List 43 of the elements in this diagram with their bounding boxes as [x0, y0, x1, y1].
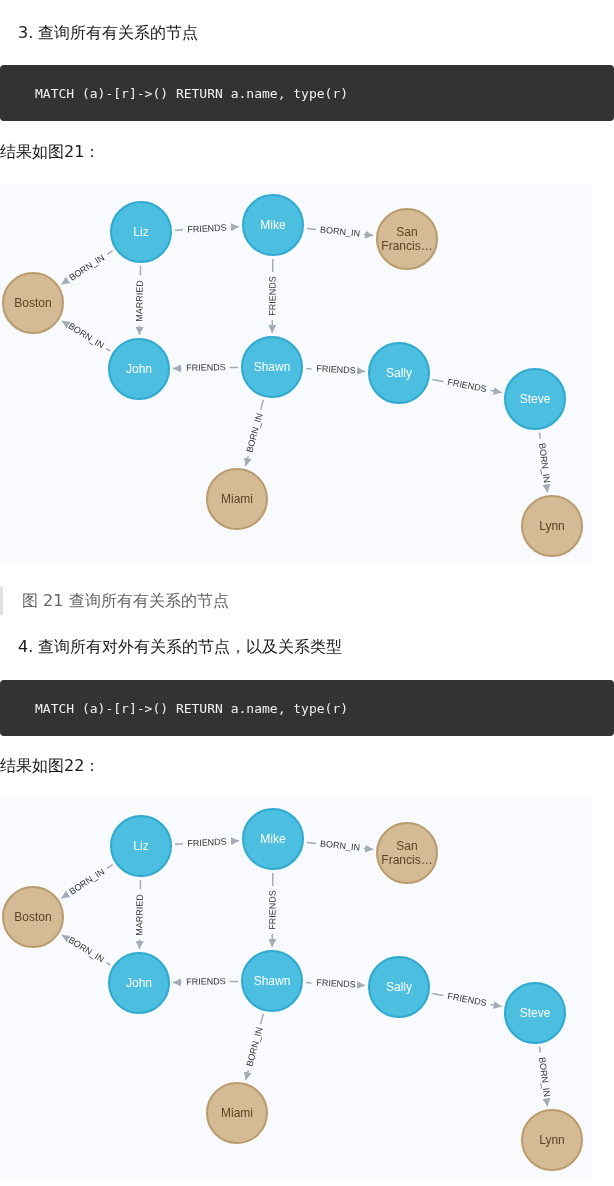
relationship-arrow — [431, 992, 503, 1010]
section-heading: 3. 查询所有有关系的节点 — [18, 22, 199, 44]
relationship-arrow — [172, 978, 239, 987]
edge-label: MARRIED — [134, 892, 146, 937]
relationship-arrow — [172, 364, 239, 373]
relationship-arrow — [174, 223, 240, 232]
relationship-arrow — [60, 863, 114, 900]
edge-label: MARRIED — [134, 278, 146, 323]
paragraph-text: 结果如图21： — [0, 141, 101, 163]
relationship-arrow — [60, 249, 114, 286]
relationship-arrow — [243, 399, 265, 467]
edge-label: FRIENDS — [186, 835, 228, 850]
relationship-arrow — [135, 265, 144, 336]
edge-label: BORN_IN — [318, 838, 362, 854]
edge-label: BORN_IN — [535, 440, 552, 485]
edge-label: FRIENDS — [445, 990, 489, 1010]
relationship-arrow — [305, 980, 366, 989]
relationship-arrow — [538, 1045, 551, 1108]
relationship-arrow — [268, 872, 277, 948]
relationship-arrow — [135, 879, 144, 950]
edge-label: BORN_IN — [318, 224, 362, 240]
relationship-arrow — [243, 1013, 265, 1081]
relationship-arrow — [538, 431, 551, 494]
edge-label: FRIENDS — [266, 889, 279, 931]
edge-label: BORN_IN — [535, 1054, 552, 1099]
edge-label: FRIENDS — [314, 977, 357, 991]
relationship-arrow — [268, 258, 277, 334]
relationship-arrow — [431, 378, 503, 396]
relationship-arrow — [305, 366, 366, 375]
edge-label: FRIENDS — [266, 275, 279, 317]
edge-label: FRIENDS — [184, 362, 227, 374]
edge-label: FRIENDS — [314, 363, 357, 377]
edge-label: FRIENDS — [445, 376, 489, 396]
figure-caption: 图 21 查询所有有关系的节点 — [0, 587, 229, 615]
paragraph-text: 结果如图22： — [0, 755, 101, 777]
edge-label: FRIENDS — [184, 976, 227, 988]
edge-label: FRIENDS — [186, 221, 228, 236]
code-block: MATCH (a)-[r]->() RETURN a.name, type(r) — [0, 65, 614, 121]
relationship-arrow — [174, 837, 240, 846]
code-block: MATCH (a)-[r]->() RETURN a.name, type(r) — [0, 680, 614, 736]
relationship-arrow — [306, 227, 374, 239]
relationship-arrow — [306, 841, 374, 853]
section-heading: 4. 查询所有对外有关系的节点，以及关系类型 — [18, 636, 343, 658]
